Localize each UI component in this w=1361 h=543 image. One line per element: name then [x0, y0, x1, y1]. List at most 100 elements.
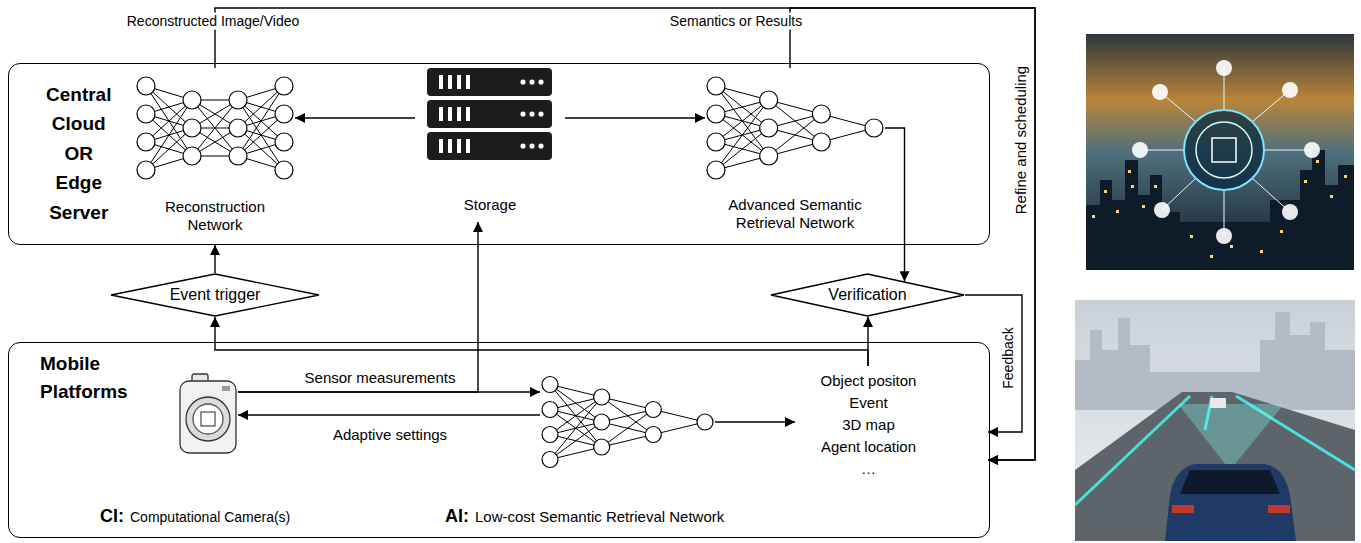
net-neuron	[594, 439, 610, 455]
connector-arrow	[790, 8, 1035, 460]
net-neuron	[542, 377, 558, 393]
edge-label: Semantics or Results	[667, 13, 805, 30]
net-neuron	[542, 402, 558, 418]
node-label: Object positon	[821, 370, 917, 392]
road	[1075, 392, 1355, 541]
net-neuron	[137, 133, 155, 151]
edge-label: Feedback	[1000, 324, 1017, 391]
server-slab	[427, 68, 552, 96]
net-neuron	[707, 133, 725, 151]
net-link	[550, 422, 602, 460]
net-neuron	[542, 452, 558, 468]
connector-arrow	[885, 128, 905, 281]
camera-icon	[178, 372, 238, 456]
net-neuron	[137, 161, 155, 179]
icon-dot	[1282, 204, 1298, 220]
node-label: Advanced Semantic Retrieval Network	[724, 196, 866, 232]
net-neuron	[275, 105, 293, 123]
server-body	[427, 100, 552, 128]
server-body	[427, 132, 552, 160]
node-label: Reconstruction Network	[165, 198, 265, 234]
net-neuron	[137, 77, 155, 95]
icon-dot	[1216, 60, 1232, 76]
net-link	[769, 114, 822, 156]
server-bar	[457, 139, 461, 153]
icon-dot	[1152, 84, 1168, 100]
node-label: Central Cloud OR Edge Server	[46, 80, 111, 227]
server-dot	[520, 79, 525, 84]
server-bar	[439, 75, 443, 89]
edge-label: Reconstructed Image/Video	[124, 13, 303, 30]
net-neuron	[183, 147, 201, 165]
hub-chip	[1212, 138, 1236, 162]
car-window	[1180, 470, 1280, 494]
server-slab	[427, 100, 552, 128]
server-bar	[448, 107, 452, 121]
camera-icon: CI:Computational Camera(s)	[178, 372, 238, 456]
diamond-shape	[111, 274, 319, 316]
net-neuron	[707, 77, 725, 95]
net-neuron	[645, 402, 661, 418]
server-body	[427, 68, 552, 96]
node-label: Mobile Platforms	[40, 350, 128, 405]
edge-label: Sensor measurements	[302, 369, 459, 387]
net-neuron	[229, 147, 247, 165]
server-icon	[415, 66, 565, 166]
net-neuron	[183, 91, 201, 109]
icon-dot	[1282, 82, 1298, 98]
net-link	[716, 128, 769, 170]
server-bar	[457, 75, 461, 89]
decision-diamond: Verification	[770, 273, 965, 317]
output-list: Object positonEvent3D mapAgent location…	[795, 366, 988, 488]
net-neuron	[229, 119, 247, 137]
node-label: Event	[849, 392, 887, 414]
camera-part	[186, 397, 230, 441]
hub-inner	[1196, 122, 1252, 178]
server-dot	[529, 79, 534, 84]
net-neuron	[760, 147, 778, 165]
server-dot	[520, 143, 525, 148]
server-dot	[538, 111, 543, 116]
camera-part	[180, 381, 236, 453]
city-sky	[1086, 34, 1354, 270]
net-neuron	[229, 91, 247, 109]
net-link	[602, 410, 654, 448]
city-photo	[1086, 34, 1354, 270]
hub-ring	[1184, 110, 1264, 190]
diamond-shape	[771, 274, 964, 316]
node-label: Computational Camera(s)	[130, 509, 290, 525]
net-neuron	[137, 105, 155, 123]
connector-arrow	[295, 117, 415, 118]
node-label: 3D map	[842, 414, 895, 436]
edge-label: Adaptive settings	[330, 426, 450, 444]
storage-server: Storage	[415, 66, 565, 222]
network-links	[1140, 68, 1312, 236]
server-bar	[439, 107, 443, 121]
node-label: Low-cost Semantic Retrieval Network	[475, 508, 724, 525]
connector-arrow	[214, 245, 215, 273]
car-body	[1165, 464, 1296, 541]
network-drawing	[540, 372, 715, 472]
server-bar	[439, 139, 443, 153]
side-label: Refine and scheduling	[1012, 63, 1030, 217]
node-label: Verification	[828, 286, 906, 304]
connector-arrow	[215, 8, 1035, 460]
semantic-network: Advanced Semantic Retrieval Network	[705, 68, 885, 238]
net-neuron	[760, 119, 778, 137]
icon-dot	[1132, 142, 1148, 158]
net-neuron	[275, 161, 293, 179]
net-neuron	[542, 427, 558, 443]
connector-arrow	[715, 421, 795, 422]
net-link	[602, 397, 654, 435]
car-sky	[1075, 300, 1355, 541]
net-neuron	[707, 161, 725, 179]
reconstruction-network: Reconstruction Network	[135, 68, 295, 238]
connector-arrow	[565, 117, 705, 118]
node-label: CI:	[100, 506, 124, 527]
server-dot	[529, 143, 534, 148]
icon-dot	[1216, 228, 1232, 244]
server-bar	[448, 139, 452, 153]
